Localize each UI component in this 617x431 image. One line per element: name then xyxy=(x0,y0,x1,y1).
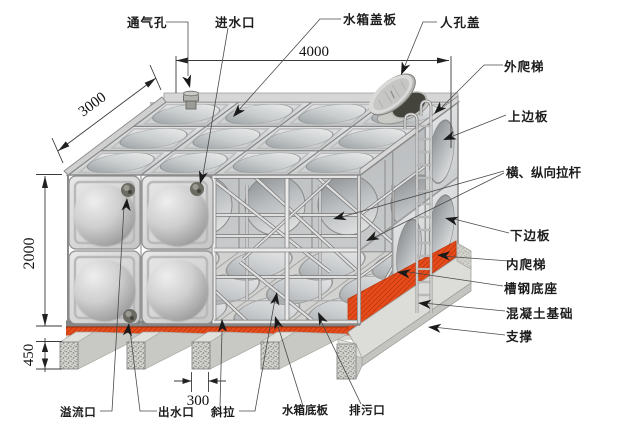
svg-text:通气孔: 通气孔 xyxy=(127,15,168,30)
svg-text:内爬梯: 内爬梯 xyxy=(506,257,547,272)
svg-text:溢流口: 溢流口 xyxy=(60,405,96,419)
svg-text:水箱盖板: 水箱盖板 xyxy=(343,12,397,27)
svg-text:人孔盖: 人孔盖 xyxy=(440,15,481,30)
svg-text:排污口: 排污口 xyxy=(349,403,385,417)
svg-text:出水口: 出水口 xyxy=(158,405,194,419)
svg-text:斜拉: 斜拉 xyxy=(210,405,235,419)
svg-text:2000: 2000 xyxy=(21,238,38,270)
svg-text:外爬梯: 外爬梯 xyxy=(503,59,545,74)
svg-text:上边板: 上边板 xyxy=(508,109,549,124)
svg-text:下边板: 下边板 xyxy=(510,228,551,243)
svg-text:4000: 4000 xyxy=(299,44,329,60)
svg-text:进水口: 进水口 xyxy=(215,15,256,30)
svg-text:300: 300 xyxy=(187,393,210,409)
svg-text:混凝土基础: 混凝土基础 xyxy=(506,306,574,321)
svg-text:槽钢底座: 槽钢底座 xyxy=(504,281,558,296)
svg-text:450: 450 xyxy=(21,344,37,367)
svg-text:水箱底板: 水箱底板 xyxy=(282,403,328,417)
svg-text:支撑: 支撑 xyxy=(505,329,533,344)
svg-text:横、纵向拉杆: 横、纵向拉杆 xyxy=(506,165,582,180)
